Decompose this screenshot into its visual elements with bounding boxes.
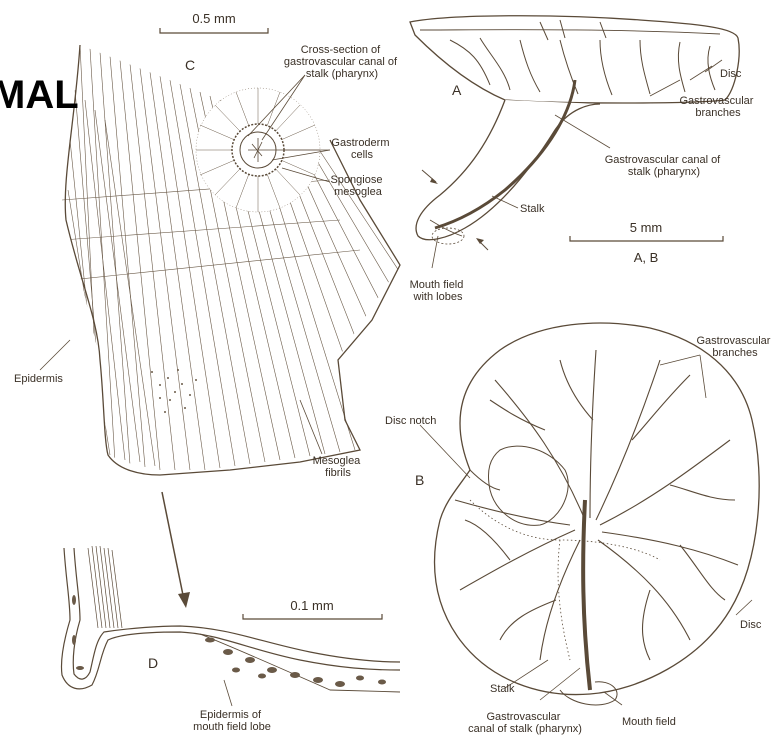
- label-spongiose-mesoglea: Spongiose mesoglea: [330, 174, 385, 198]
- scale-label-d: 0.1 mm: [290, 598, 333, 613]
- label-mesoglea-fibrils: Mesoglea fibrils: [313, 455, 364, 479]
- arrow-c-to-d: [162, 492, 190, 608]
- scale-bar-d: 0.1 mm: [243, 598, 382, 619]
- label-disc-a: Disc: [720, 68, 742, 80]
- scale-bar-c: 0.5 mm: [160, 11, 268, 33]
- label-gv-canal-a: Gastrovascular canal of stalk (pharynx): [605, 154, 724, 178]
- label-mouth-field-lobes: Mouth field with lobes: [410, 279, 467, 303]
- scale-label-ab: 5 mm: [630, 220, 663, 235]
- panel-b-drawing: [435, 323, 760, 705]
- label-cross-section: Cross-section of gastrovascular canal of…: [284, 44, 400, 80]
- panel-label-d: D: [148, 655, 158, 671]
- scale-label-ab-sub: A, B: [634, 250, 659, 265]
- label-epidermis-lobe: Epidermis of mouth field lobe: [193, 709, 271, 733]
- panel-label-a: A: [452, 82, 462, 98]
- label-gv-canal-b: Gastrovascular canal of stalk (pharynx): [468, 711, 582, 735]
- panel-c-drawing: [62, 45, 405, 475]
- label-disc-notch: Disc notch: [385, 415, 436, 427]
- panel-a-drawing: [410, 16, 739, 250]
- panel-d-leader: [224, 680, 232, 706]
- label-gastroderm-cells: Gastroderm cells: [331, 137, 392, 161]
- label-mouth-field-b: Mouth field: [622, 716, 676, 728]
- label-gv-branches-a: Gastrovascular branches: [679, 95, 756, 119]
- scale-bar-ab: 5 mm A, B: [570, 220, 723, 265]
- panel-label-c: C: [185, 57, 195, 73]
- label-epidermis: Epidermis: [14, 373, 63, 385]
- label-stalk-a: Stalk: [520, 203, 545, 215]
- label-disc-b: Disc: [740, 619, 762, 631]
- label-stalk-b: Stalk: [490, 683, 515, 695]
- scale-label-c: 0.5 mm: [192, 11, 235, 26]
- overlay-large-text: MAL: [0, 73, 79, 117]
- panel-label-b: B: [415, 472, 424, 488]
